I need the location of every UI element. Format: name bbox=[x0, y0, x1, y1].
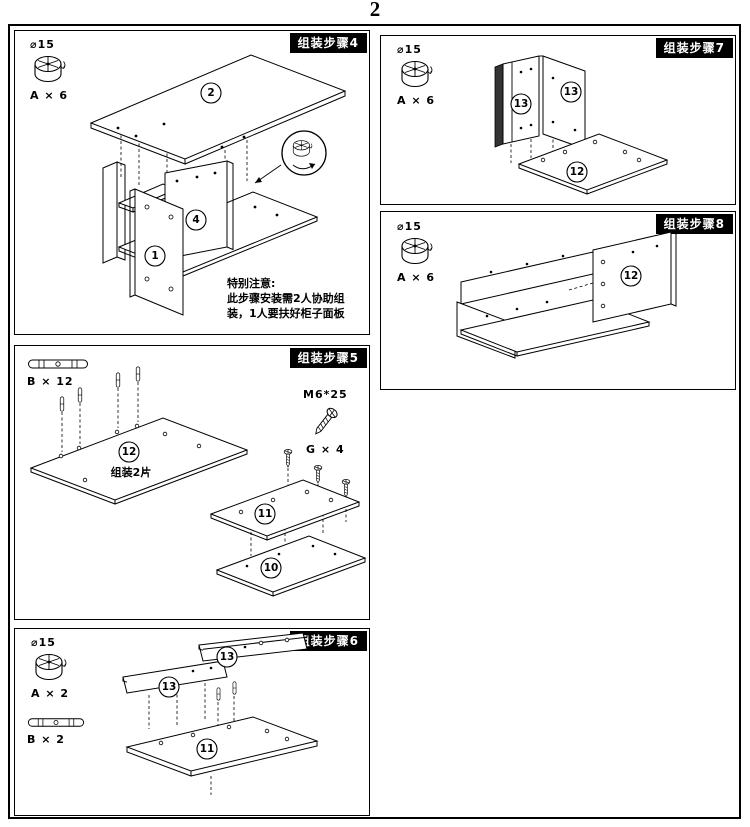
panel-step6: 组装步骤6 ⌀15 A × 2 B × 2 bbox=[14, 628, 370, 816]
step4-drawing: 2 4 1 bbox=[89, 54, 347, 316]
step4-header: 组装步骤4 bbox=[289, 33, 367, 53]
step6-header: 组装步骤6 bbox=[289, 631, 367, 651]
part-number: 13 bbox=[220, 651, 235, 663]
step5-assemble-note: 组装2片 bbox=[111, 465, 152, 479]
step4-note-line1: 此步骤安装需2人协助组 bbox=[227, 291, 345, 305]
step4-note-title: 特别注意: bbox=[227, 277, 276, 290]
part-number: 13 bbox=[514, 98, 529, 110]
step4-cabinet bbox=[102, 160, 319, 316]
step6-strip-13-top bbox=[198, 632, 308, 662]
step6-part-label-13b: 13 bbox=[158, 676, 180, 698]
step4-hardware-cam: ⌀15 A × 6 bbox=[30, 38, 68, 102]
step6-strip-13-mid bbox=[122, 660, 228, 694]
part-number: 12 bbox=[122, 446, 137, 458]
step7-board-12 bbox=[517, 133, 669, 195]
step6-diameter-label: ⌀15 bbox=[31, 636, 56, 649]
part-number: 12 bbox=[570, 166, 585, 178]
step5-dowel-pins bbox=[59, 366, 141, 412]
part-number: 10 bbox=[264, 562, 279, 574]
part-number: 11 bbox=[200, 743, 215, 755]
step4-part-label-4: 4 bbox=[185, 209, 207, 231]
step4-cam-count-label: A × 6 bbox=[30, 89, 69, 102]
step5-board-12 bbox=[29, 417, 249, 505]
step6-hardware-cam: ⌀15 A × 2 bbox=[31, 636, 69, 700]
panel-step8: 组装步骤8 ⌀15 A × 6 bbox=[380, 211, 736, 390]
part-number: 13 bbox=[162, 681, 177, 693]
step6-guide-lines bbox=[148, 683, 235, 795]
step5-drawing: 12 组装2片 11 10 bbox=[29, 366, 367, 597]
step5-board-11 bbox=[209, 479, 361, 541]
part-number: 12 bbox=[624, 270, 639, 282]
step8-header: 组装步骤8 bbox=[655, 214, 733, 234]
step7-header: 组装步骤7 bbox=[655, 38, 733, 58]
step5-board-10 bbox=[215, 535, 367, 597]
step7-part-label-12: 12 bbox=[566, 161, 588, 183]
step7-diameter-label: ⌀15 bbox=[397, 43, 422, 56]
step4-part-label-2: 2 bbox=[200, 82, 222, 104]
step6-hardware-dowel: B × 2 bbox=[27, 715, 85, 746]
part-number: 2 bbox=[207, 87, 214, 99]
step6-pins bbox=[216, 681, 237, 701]
part-number: 4 bbox=[192, 214, 199, 226]
step8-diameter-label: ⌀15 bbox=[397, 220, 422, 233]
step7-panel-13-right bbox=[539, 55, 586, 150]
step5-dowel-count-label: B × 12 bbox=[27, 375, 74, 388]
step5-part-label-10: 10 bbox=[260, 557, 282, 579]
step6-part-label-13a: 13 bbox=[216, 646, 238, 668]
step4-diameter-label: ⌀15 bbox=[30, 38, 55, 51]
step7-hardware-cam: ⌀15 A × 6 bbox=[397, 43, 435, 107]
step7-part-label-13a: 13 bbox=[510, 93, 532, 115]
step5-part-label-11: 11 bbox=[254, 503, 276, 525]
step4-cam-detail-callout bbox=[254, 130, 327, 184]
panel-step5: 组装步骤5 B × 12 M6*25 G × 4 bbox=[14, 345, 370, 620]
step4-part-label-1: 1 bbox=[144, 245, 166, 267]
step6-drawing: 13 13 11 bbox=[122, 632, 319, 795]
step7-cam-count-label: A × 6 bbox=[397, 94, 436, 107]
part-number: 11 bbox=[258, 508, 273, 520]
outer-border bbox=[8, 24, 741, 819]
step6-dowel-count-label: B × 2 bbox=[27, 733, 65, 746]
step4-note-line2: 装，1人要扶好柜子面板 bbox=[227, 306, 345, 320]
step8-drawing: 12 bbox=[456, 231, 677, 359]
part-number: 1 bbox=[151, 250, 158, 262]
part-number: 13 bbox=[564, 86, 579, 98]
step4-note: 特别注意: 此步骤安装需2人协助组 装，1人要扶好柜子面板 bbox=[227, 277, 367, 322]
step6-board-11 bbox=[125, 716, 319, 777]
page-number: 2 bbox=[369, 0, 381, 21]
step8-cam-count-label: A × 6 bbox=[397, 271, 436, 284]
step6-part-label-11: 11 bbox=[196, 738, 218, 760]
step5-part-label-12: 12 bbox=[118, 441, 140, 463]
step4-board-top bbox=[89, 54, 347, 165]
step8-part-label-12: 12 bbox=[620, 265, 642, 287]
step5-header: 组装步骤5 bbox=[289, 348, 367, 368]
step5-screw-count-label: G × 4 bbox=[306, 443, 345, 456]
panel-step4: 组装步骤4 ⌀15 A × 6 bbox=[14, 30, 370, 335]
panel-step7: 组装步骤7 ⌀15 A × 6 bbox=[380, 35, 736, 205]
step8-hardware-cam: ⌀15 A × 6 bbox=[397, 220, 435, 284]
step7-part-label-13b: 13 bbox=[560, 81, 582, 103]
step7-drawing: 13 13 12 bbox=[494, 55, 669, 195]
step5-hardware-dowel: B × 12 bbox=[27, 356, 89, 388]
step5-hardware-screw: M6*25 G × 4 bbox=[303, 388, 348, 456]
step5-screw-size-label: M6*25 bbox=[303, 388, 348, 401]
step6-cam-count-label: A × 2 bbox=[31, 687, 70, 700]
